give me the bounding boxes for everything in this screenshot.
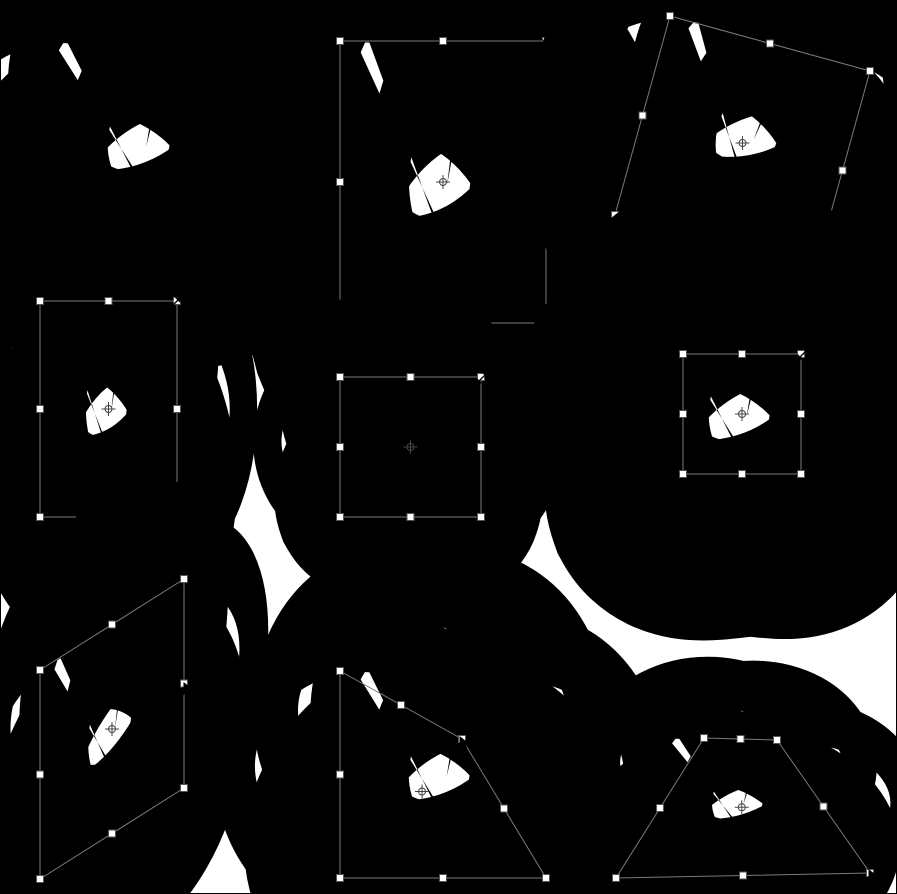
transform-handle[interactable] (478, 514, 485, 521)
transform-handle[interactable] (767, 40, 774, 47)
transform-handle[interactable] (867, 68, 874, 75)
transform-handle[interactable] (680, 411, 687, 418)
transform-handle[interactable] (543, 875, 550, 882)
transform-handle[interactable] (501, 805, 508, 812)
transform-handle[interactable] (667, 13, 674, 20)
transform-handle[interactable] (701, 735, 708, 742)
transform-handle[interactable] (839, 167, 846, 174)
transform-handle[interactable] (680, 471, 687, 478)
transform-handle[interactable] (174, 406, 181, 413)
transform-handle[interactable] (407, 514, 414, 521)
pivot-point-icon[interactable] (436, 175, 450, 189)
transform-handle[interactable] (37, 514, 44, 521)
panel-distort (337, 668, 550, 882)
transform-handle[interactable] (37, 667, 44, 674)
pivot-point-icon[interactable] (735, 407, 749, 421)
transform-handle[interactable] (109, 621, 116, 628)
transform-handle[interactable] (37, 298, 44, 305)
transform-handle[interactable] (337, 875, 344, 882)
transform-handle[interactable] (337, 444, 344, 451)
transform-handle[interactable] (337, 771, 344, 778)
transform-handle[interactable] (739, 351, 746, 358)
transform-handle[interactable] (337, 179, 344, 186)
transform-handle[interactable] (798, 471, 805, 478)
transform-handle[interactable] (740, 872, 747, 879)
transform-handle[interactable] (181, 576, 188, 583)
transform-handle[interactable] (820, 803, 827, 810)
transform-handle[interactable] (37, 771, 44, 778)
transform-handle[interactable] (478, 444, 485, 451)
paw-outline (657, 738, 819, 865)
transform-handle[interactable] (798, 411, 805, 418)
transform-handle[interactable] (337, 38, 344, 45)
paw-outline (342, 671, 537, 873)
transform-handle[interactable] (37, 876, 44, 883)
transform-handle[interactable] (440, 38, 447, 45)
panel-perspective (613, 735, 879, 884)
transform-handle[interactable] (181, 785, 188, 792)
transform-handle[interactable] (774, 737, 781, 744)
transform-handle[interactable] (639, 112, 646, 119)
transform-handle[interactable] (613, 875, 620, 882)
pivot-point-icon[interactable] (735, 800, 749, 814)
transform-handle[interactable] (737, 736, 744, 743)
transform-handle[interactable] (680, 351, 687, 358)
transform-handle[interactable] (337, 668, 344, 675)
paw-outline (342, 41, 538, 317)
transform-handle[interactable] (407, 374, 414, 381)
panel-skew (37, 576, 194, 883)
transform-handle[interactable] (739, 471, 746, 478)
transform-handle[interactable] (337, 374, 344, 381)
transform-handle[interactable] (398, 702, 405, 709)
transform-handle[interactable] (109, 830, 116, 837)
transform-handle[interactable] (440, 875, 447, 882)
transform-handle[interactable] (337, 514, 344, 521)
transform-handle[interactable] (37, 406, 44, 413)
transform-handle[interactable] (105, 298, 112, 305)
pivot-point-icon[interactable] (102, 402, 116, 416)
pivot-point-icon[interactable] (105, 722, 119, 736)
transform-handle[interactable] (657, 805, 664, 812)
panel-scale-from-center (642, 312, 837, 512)
pivot-point-icon[interactable] (736, 136, 750, 150)
